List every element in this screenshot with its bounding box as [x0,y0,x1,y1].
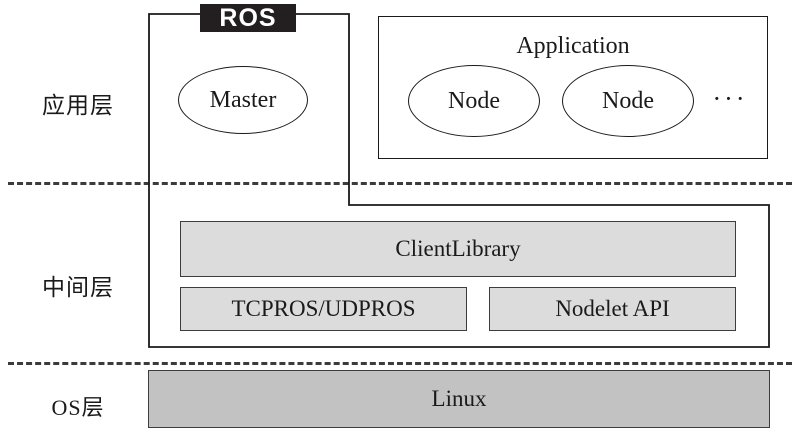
node-ellipse-1: Node [408,65,540,137]
master-node-ellipse: Master [178,66,308,134]
tcpros-udpros-bar: TCPROS/UDPROS [180,287,467,331]
node-label-1: Node [448,87,500,114]
layer-divider-middleware-os [8,362,792,365]
node-ellipse-2: Node [562,65,694,137]
client-library-bar: ClientLibrary [180,221,736,277]
client-library-label: ClientLibrary [395,236,521,261]
nodelet-api-label: Nodelet API [555,296,670,321]
application-title: Application [516,33,630,59]
linux-bar: Linux [148,370,770,428]
layer-label-os: OS层 [51,395,105,420]
master-label: Master [209,86,277,113]
ros-tag-label: ROS [200,4,296,32]
node-label-2: Node [602,87,654,114]
layer-label-middleware: 中间层 [42,275,114,300]
node-ellipsis: ··· [712,84,748,113]
layer-divider-application-middleware [8,182,792,185]
tcpros-udpros-label: TCPROS/UDPROS [231,296,416,321]
linux-label: Linux [431,386,487,411]
nodelet-api-bar: Nodelet API [489,287,736,331]
layer-label-application: 应用层 [42,93,114,118]
